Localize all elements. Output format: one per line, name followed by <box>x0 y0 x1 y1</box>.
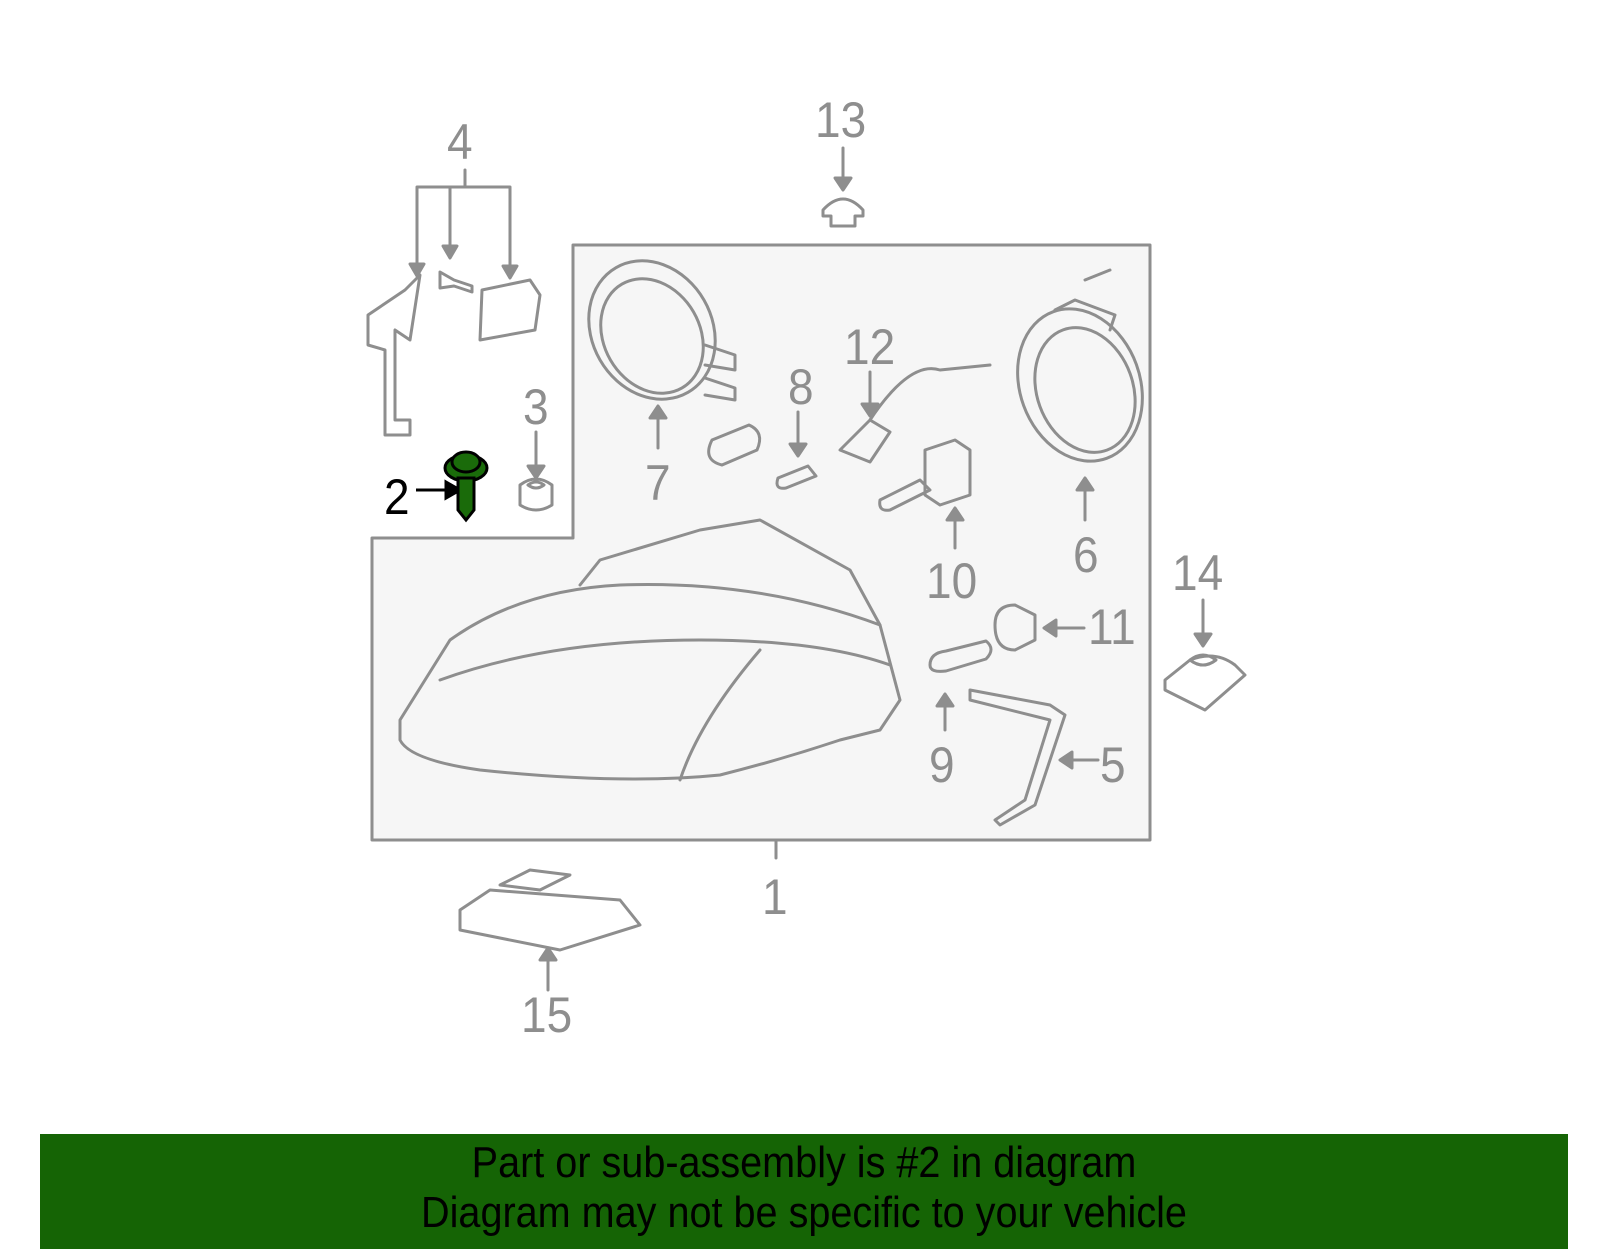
screw-4 <box>438 270 474 294</box>
callout-5: 5 <box>1100 737 1126 793</box>
callout-8: 8 <box>788 359 814 415</box>
callout-1: 1 <box>762 869 788 925</box>
callout-4: 4 <box>447 114 473 170</box>
callout-10: 10 <box>926 553 978 609</box>
nut-14 <box>1163 653 1247 712</box>
banner-line-2: Diagram may not be specific to your vehi… <box>421 1188 1187 1237</box>
seal-5 <box>968 688 1067 827</box>
bracket-4a <box>366 273 422 437</box>
notice-banner: Part or sub-assembly is #2 in diagram Di… <box>40 1134 1568 1249</box>
screw-2-highlighted <box>416 450 489 523</box>
callout-14: 14 <box>1172 545 1224 601</box>
callout-11: 11 <box>1088 599 1136 655</box>
callout-13: 13 <box>815 92 867 148</box>
callout-12: 12 <box>844 319 896 375</box>
nut-3 <box>518 477 554 512</box>
assembly-outline <box>370 243 1152 842</box>
plug-13 <box>821 197 865 228</box>
callout-6: 6 <box>1073 527 1099 583</box>
callout-7: 7 <box>645 455 671 511</box>
bracket-4c <box>478 278 542 342</box>
callout-15: 15 <box>521 987 573 1043</box>
banner-line-1: Part or sub-assembly is #2 in diagram <box>471 1138 1137 1187</box>
callout-9: 9 <box>929 737 955 793</box>
headlamp-1 <box>398 583 902 781</box>
module-15 <box>458 868 642 952</box>
callout-2[interactable]: 2 <box>384 469 410 525</box>
callout-3: 3 <box>523 379 549 435</box>
